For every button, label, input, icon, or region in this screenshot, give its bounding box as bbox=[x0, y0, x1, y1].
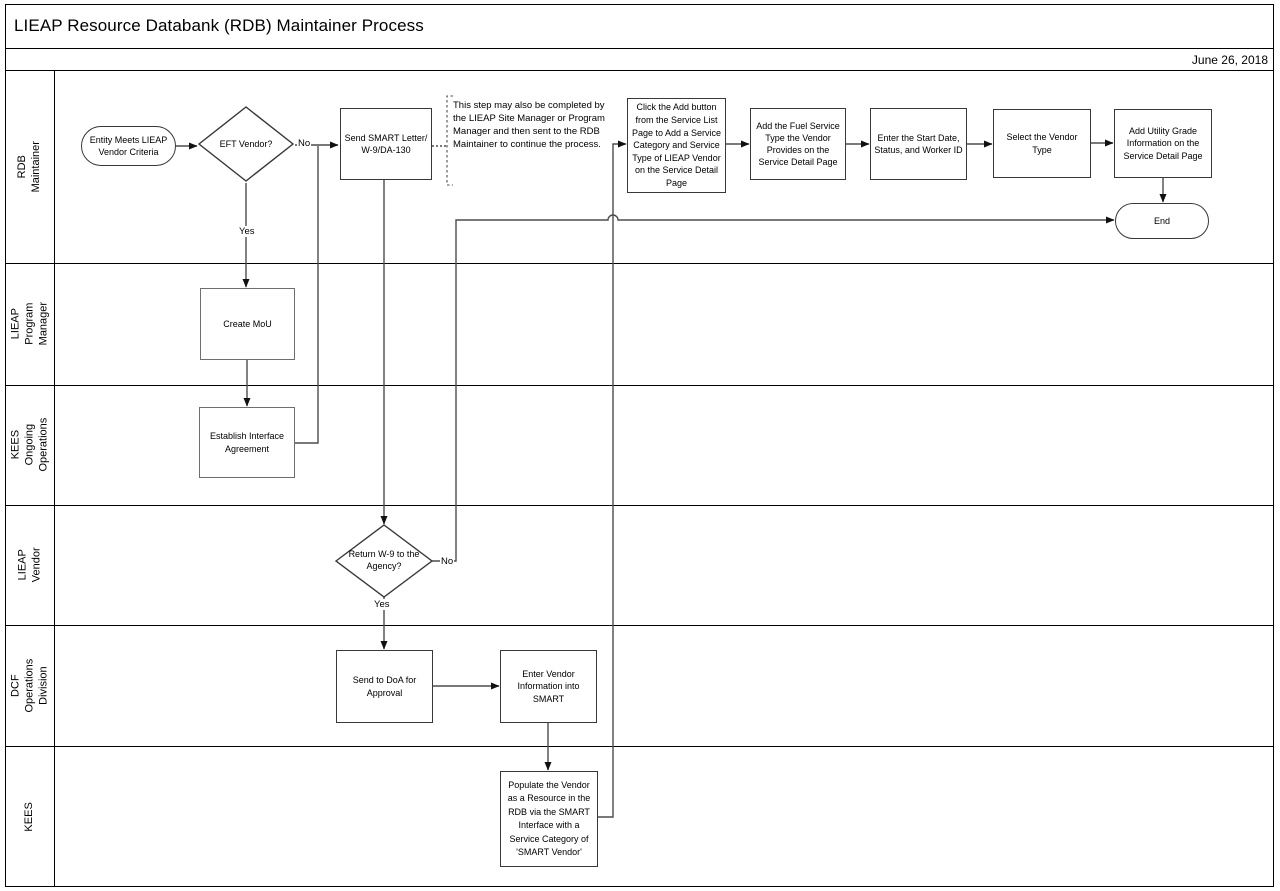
lane-divider bbox=[5, 746, 1274, 747]
process-send-to-doa: Send to DoA for Approval bbox=[336, 650, 433, 723]
process-establish-interface-agreement: Establish Interface Agreement bbox=[199, 407, 295, 478]
process-populate-vendor-in-rdb: Populate the Vendor as a Resource in the… bbox=[500, 771, 598, 867]
process-send-smart-letter: Send SMART Letter/ W-9/DA-130 bbox=[340, 108, 432, 180]
process-enter-start-date: Enter the Start Date, Status, and Worker… bbox=[870, 108, 967, 180]
lane-divider bbox=[5, 263, 1274, 264]
lane-label-lieap-program-manager: LIEAP Program Manager bbox=[9, 302, 49, 346]
start-terminator: Entity Meets LIEAP Vendor Criteria bbox=[81, 126, 176, 166]
process-add-fuel-service-type: Add the Fuel Service Type the Vendor Pro… bbox=[750, 108, 846, 180]
edge-label-eft-yes: Yes bbox=[238, 226, 256, 237]
lane-label-kees-ongoing-operations: KEES Ongoing Operations bbox=[9, 418, 49, 472]
decision-return-w9-label: Return W-9 to the Agency? bbox=[348, 549, 420, 571]
annotation-note: This step may also be completed by the L… bbox=[453, 100, 605, 151]
process-add-utility-grade: Add Utility Grade Information on the Ser… bbox=[1114, 109, 1212, 178]
lane-label-column bbox=[5, 71, 55, 887]
lane-label-dcf-operations-division: DCF Operations Division bbox=[9, 658, 49, 713]
lane-divider bbox=[5, 385, 1274, 386]
process-enter-vendor-into-smart: Enter Vendor Information into SMART bbox=[500, 650, 597, 723]
diagram-border bbox=[5, 4, 1274, 887]
edge-label-w9-no: No bbox=[440, 556, 455, 567]
end-terminator: End bbox=[1115, 203, 1209, 239]
lane-label-lieap-vendor: LIEAP Vendor bbox=[16, 547, 42, 583]
edge-label-w9-yes: Yes bbox=[373, 599, 391, 610]
lane-divider bbox=[5, 505, 1274, 506]
process-select-vendor-type: Select the Vendor Type bbox=[993, 109, 1091, 178]
diagram-title: LIEAP Resource Databank (RDB) Maintainer… bbox=[14, 16, 424, 35]
lane-divider bbox=[5, 625, 1274, 626]
lane-label-rdb-maintainer: RDB Maintainer bbox=[16, 141, 43, 193]
edge-label-eft-no: No bbox=[297, 138, 312, 149]
process-create-mou: Create MoU bbox=[200, 288, 295, 360]
diagram-date: June 26, 2018 bbox=[5, 48, 1274, 71]
decision-eft-vendor-label: EFT Vendor? bbox=[219, 139, 273, 150]
process-click-add-button: Click the Add button from the Service Li… bbox=[627, 98, 726, 193]
lane-label-kees: KEES bbox=[23, 801, 36, 832]
